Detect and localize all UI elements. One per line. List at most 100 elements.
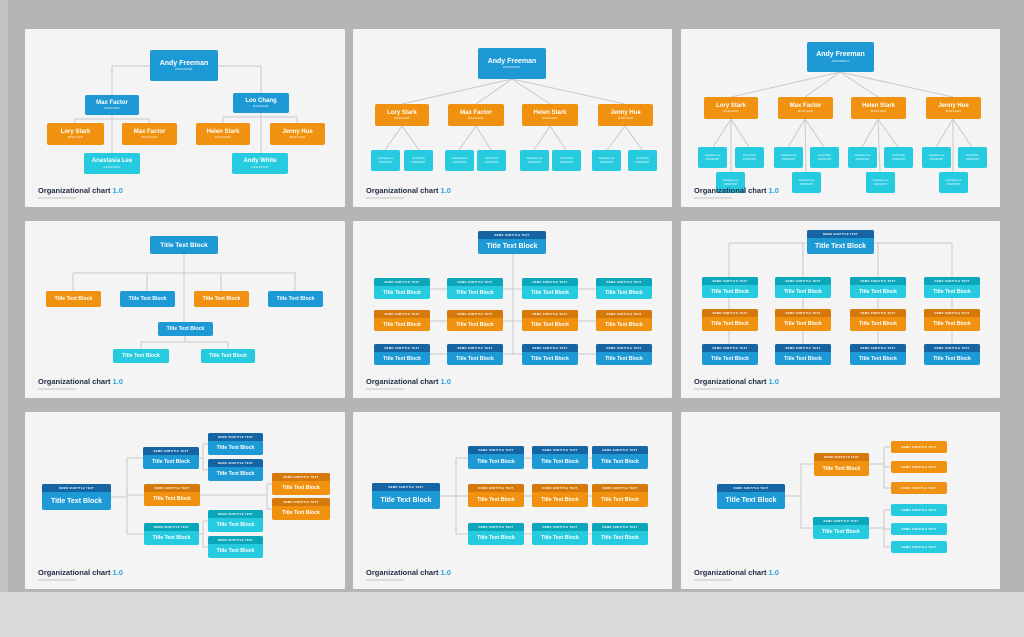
org-node-title: Andy Freeman	[159, 59, 209, 67]
org-node-subtitle: DEMO SUBTITLE TEXT	[447, 344, 503, 352]
org-node-subtitle: DEMO SUBTITLE TEXT	[807, 230, 874, 238]
connector-lines	[712, 71, 973, 173]
org-node-role: PRESIDENT	[831, 59, 850, 63]
org-node-role: ASSISTANT	[635, 160, 650, 164]
footer-subtext-line	[366, 579, 404, 581]
org-node-title: Title Text Block	[477, 496, 515, 503]
org-node: Title Text Block	[201, 349, 255, 363]
org-node-title: Lory Stark	[60, 128, 91, 135]
org-node-role: ASSISTANT	[817, 157, 832, 161]
org-node-title: Title Text Block	[711, 321, 749, 327]
org-node-role: MANAGER	[215, 136, 231, 140]
org-node: DEMO SUBTITLE TEXT	[891, 461, 947, 473]
org-node-subtitle: DEMO SUBTITLE TEXT	[42, 484, 111, 492]
org-node-title: Title Text Block	[605, 289, 643, 296]
org-node-role: MANAGER	[870, 110, 887, 114]
org-node-subtitle: DEMO SUBTITLE TEXT	[522, 278, 578, 286]
footer-label: Organizational chart	[366, 377, 439, 386]
org-node-title: Title Text Block	[711, 288, 749, 295]
org-node-title: Title Text Block	[531, 289, 569, 296]
footer-label: Organizational chart	[366, 186, 439, 195]
org-node: Title Text Block	[268, 291, 323, 307]
org-node-title: Title Text Block	[601, 535, 639, 541]
org-node-title: Title Text Block	[160, 241, 208, 249]
org-node-title: Title Text Block	[456, 321, 494, 328]
org-node-title: Title Text Block	[531, 355, 569, 362]
org-node-role: ASSISTANT	[781, 157, 796, 161]
org-node-title: Title Text Block	[383, 355, 421, 362]
footer-version: 1.0	[768, 568, 779, 577]
org-node-role: ASSISTANT	[103, 165, 121, 169]
org-node-role: ASSISTANT	[251, 165, 269, 169]
org-node-name: Andy White	[412, 156, 425, 160]
footer-label: Organizational chart	[694, 186, 767, 195]
org-node-subtitle: DEMO SUBTITLE TEXT	[596, 278, 652, 286]
org-node-title: Max Factor	[460, 109, 492, 116]
org-node-title: Max Factor	[789, 102, 822, 109]
org-node-subtitle: DEMO SUBTITLE TEXT	[850, 309, 906, 317]
org-node-role: MANAGER	[723, 110, 739, 114]
org-node-title: Title Text Block	[605, 355, 643, 362]
org-node-title: Title Text Block	[282, 485, 320, 491]
org-node-title: Title Text Block	[784, 355, 822, 362]
org-node-name: Anastasia Lee	[526, 156, 543, 160]
org-node-role: ASSISTANT	[527, 160, 542, 164]
org-node-title: Helen Stark	[861, 102, 895, 109]
org-node-title: Title Text Block	[216, 522, 255, 528]
org-node: DEMO SUBTITLE TEXT	[891, 523, 947, 535]
org-node-role: ASSISTANT	[599, 160, 614, 164]
org-node-subtitle: DEMO SUBTITLE TEXT	[702, 309, 758, 317]
org-node-role: ASSISTANT	[929, 157, 944, 161]
org-node: DEMO SUBTITLE TEXT Title Text Block	[775, 344, 831, 365]
org-node-subtitle: DEMO SUBTITLE TEXT	[144, 523, 199, 531]
org-node-title: Title Text Block	[601, 458, 639, 465]
org-node-title: Title Text Block	[128, 296, 167, 302]
org-node-title: Title Text Block	[822, 465, 861, 472]
org-node: DEMO SUBTITLE TEXT Title Text Block	[522, 278, 578, 299]
org-node-role: PRESIDENT	[503, 66, 521, 70]
org-node-name: Anastasia Lee	[854, 153, 871, 157]
org-node-subtitle: DEMO SUBTITLE TEXT	[775, 344, 831, 352]
org-node-subtitle: DEMO SUBTITLE TEXT	[374, 310, 430, 318]
